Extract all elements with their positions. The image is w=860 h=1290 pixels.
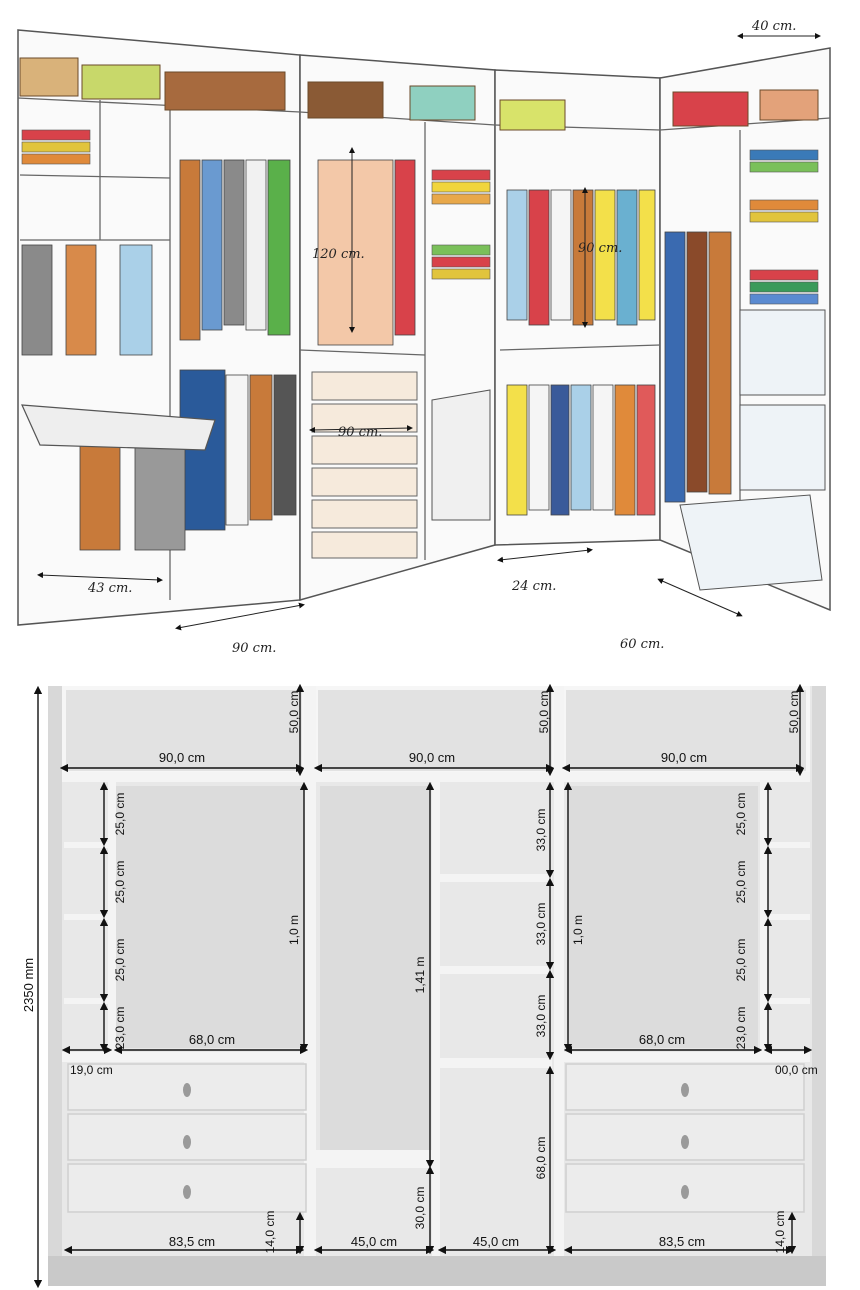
drawer-knob	[183, 1185, 191, 1199]
label-top-width-3: 90,0 cm	[661, 750, 707, 765]
label-right-shelf-1: 25,0 cm	[734, 793, 748, 836]
drawer-knob	[183, 1083, 191, 1097]
label-mid-bottom-shelf: 30,0 cm	[413, 1187, 427, 1230]
label-drawer-width: 90 cm.	[338, 425, 382, 440]
label-mid-low-hang: 68,0 cm	[534, 1137, 548, 1180]
label-top-width-1: 90,0 cm	[159, 750, 205, 765]
label-shelf-width: 24 cm.	[511, 579, 556, 594]
label-right-shelf-4: 23,0 cm	[734, 1007, 748, 1050]
label-hang-height-corner: 90 cm.	[578, 241, 622, 256]
label-right-shelf-3: 25,0 cm	[734, 939, 748, 982]
closet-elevation-drawing: 90,0 cm 90,0 cm 90,0 cm 68,0 cm 68,0 cm …	[21, 683, 826, 1289]
label-left-side-width: 19,0 cm	[70, 1063, 113, 1077]
label-left-shelf-2: 25,0 cm	[113, 861, 127, 904]
suitcase	[307, 81, 384, 119]
drawer-knob	[681, 1135, 689, 1149]
label-bottom-width: 90 cm.	[232, 641, 276, 656]
label-depth-right: 60 cm.	[620, 637, 664, 652]
label-left-plinth-height: 14,0 cm	[263, 1211, 277, 1254]
label-right-hang-height: 1,0 m	[571, 915, 585, 945]
label-right-plinth-width: 83,5 cm	[659, 1234, 705, 1249]
label-left-hang-height: 1,0 m	[287, 915, 301, 945]
walk-in-closet-sketch: 40 cm. 120 cm. 90 cm. 90 cm. 43 cm. 24 c…	[17, 19, 831, 656]
label-top-depth: 40 cm.	[751, 19, 796, 34]
label-rail-width: 43 cm.	[87, 581, 132, 596]
storage-box	[409, 85, 476, 121]
storage-box	[19, 57, 79, 97]
storage-box	[759, 89, 819, 121]
label-top-height-1: 50,0 cm	[287, 691, 301, 734]
drawer-knob	[183, 1135, 191, 1149]
storage-box	[81, 64, 161, 100]
label-mid-bottom-w2: 45,0 cm	[473, 1234, 519, 1249]
drawer-knob	[681, 1185, 689, 1199]
label-hang-height-left: 120 cm.	[312, 247, 365, 262]
drawer-knob	[681, 1083, 689, 1097]
label-left-shelf-4: 23,0 cm	[113, 1007, 127, 1050]
label-left-hang-width: 68,0 cm	[189, 1032, 235, 1047]
label-total-height: 2350 mm	[21, 958, 36, 1012]
label-left-plinth-width: 83,5 cm	[169, 1234, 215, 1249]
label-mid-hang-height: 1,41 m	[413, 957, 427, 994]
storage-box	[672, 91, 749, 127]
shoe-rack	[431, 389, 491, 521]
label-left-shelf-1: 25,0 cm	[113, 793, 127, 836]
label-right-side-width: 00,0 cm	[775, 1063, 818, 1077]
label-mid-shelf-2: 33,0 cm	[534, 903, 548, 946]
label-right-plinth-height: 14,0 cm	[773, 1211, 787, 1254]
label-right-shelf-2: 25,0 cm	[734, 861, 748, 904]
label-mid-bottom-w1: 45,0 cm	[351, 1234, 397, 1249]
label-top-height-2: 50,0 cm	[537, 691, 551, 734]
label-top-height-3: 50,0 cm	[787, 691, 801, 734]
label-mid-shelf-1: 33,0 cm	[534, 809, 548, 852]
label-top-width-2: 90,0 cm	[409, 750, 455, 765]
label-right-hang-width: 68,0 cm	[639, 1032, 685, 1047]
pull-out-rack	[21, 404, 216, 451]
label-left-shelf-3: 25,0 cm	[113, 939, 127, 982]
label-mid-shelf-3: 33,0 cm	[534, 995, 548, 1038]
suitcase	[164, 71, 286, 111]
storage-box	[499, 99, 566, 131]
